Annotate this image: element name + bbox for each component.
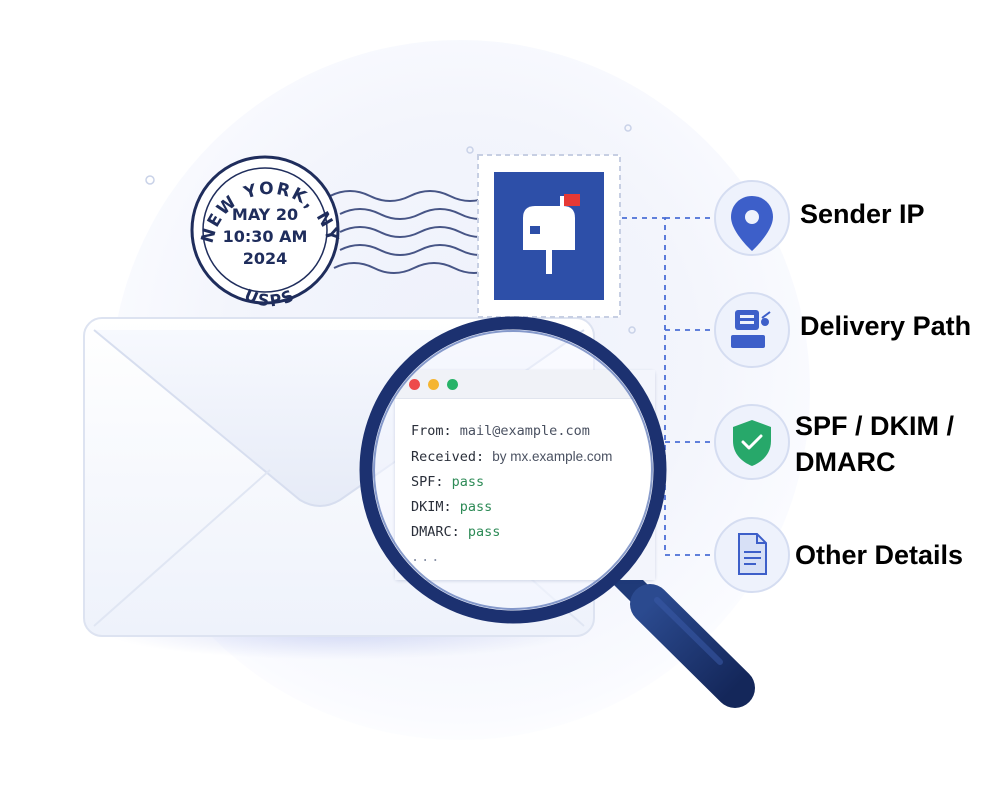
- connector-lines: [622, 217, 712, 556]
- window-maximize-dot: [447, 378, 458, 390]
- header-line-dmarc: DMARC: pass: [411, 524, 501, 540]
- postmark-circle: NEW YORK, NY MAY 20 10:30 AM 2024 USPS: [190, 155, 340, 310]
- shield-check-icon: [733, 420, 771, 466]
- postmark-time: 10:30 AM: [223, 227, 308, 246]
- feature-label-other-details: Other Details: [795, 540, 964, 570]
- header-preview-window: From: mail@example.com Received: by mx.e…: [395, 370, 655, 580]
- header-line-from: From: mail@example.com: [411, 423, 590, 439]
- document-icon: [738, 533, 767, 575]
- magnifier-handle: [600, 554, 755, 708]
- postage-stamp: [477, 154, 621, 318]
- feature-label-delivery-path: Delivery Path: [800, 311, 972, 341]
- header-line-spf: SPF: pass: [411, 474, 485, 490]
- header-preview-lines: From: mail@example.com Received: by mx.e…: [395, 399, 655, 570]
- window-close-dot: [409, 378, 420, 390]
- header-line-received: Received: by mx.example.com: [411, 449, 613, 465]
- header-line-ellipsis: ...: [411, 549, 442, 565]
- postmark-cancel-lines: [329, 190, 501, 274]
- feature-icons: [714, 180, 790, 593]
- postmark-year: 2024: [243, 249, 288, 268]
- location-pin-icon: [731, 196, 773, 251]
- header-line-dkim: DKIM: pass: [411, 499, 493, 515]
- window-titlebar: [395, 370, 655, 399]
- window-minimize-dot: [428, 378, 439, 390]
- postmark-date: MAY 20: [232, 205, 298, 224]
- server-network-icon: [731, 310, 771, 348]
- mailbox-icon: [523, 194, 580, 274]
- feature-label-sender-ip: Sender IP: [800, 199, 925, 229]
- feature-label-auth: SPF / DKIM / DMARC: [795, 411, 955, 477]
